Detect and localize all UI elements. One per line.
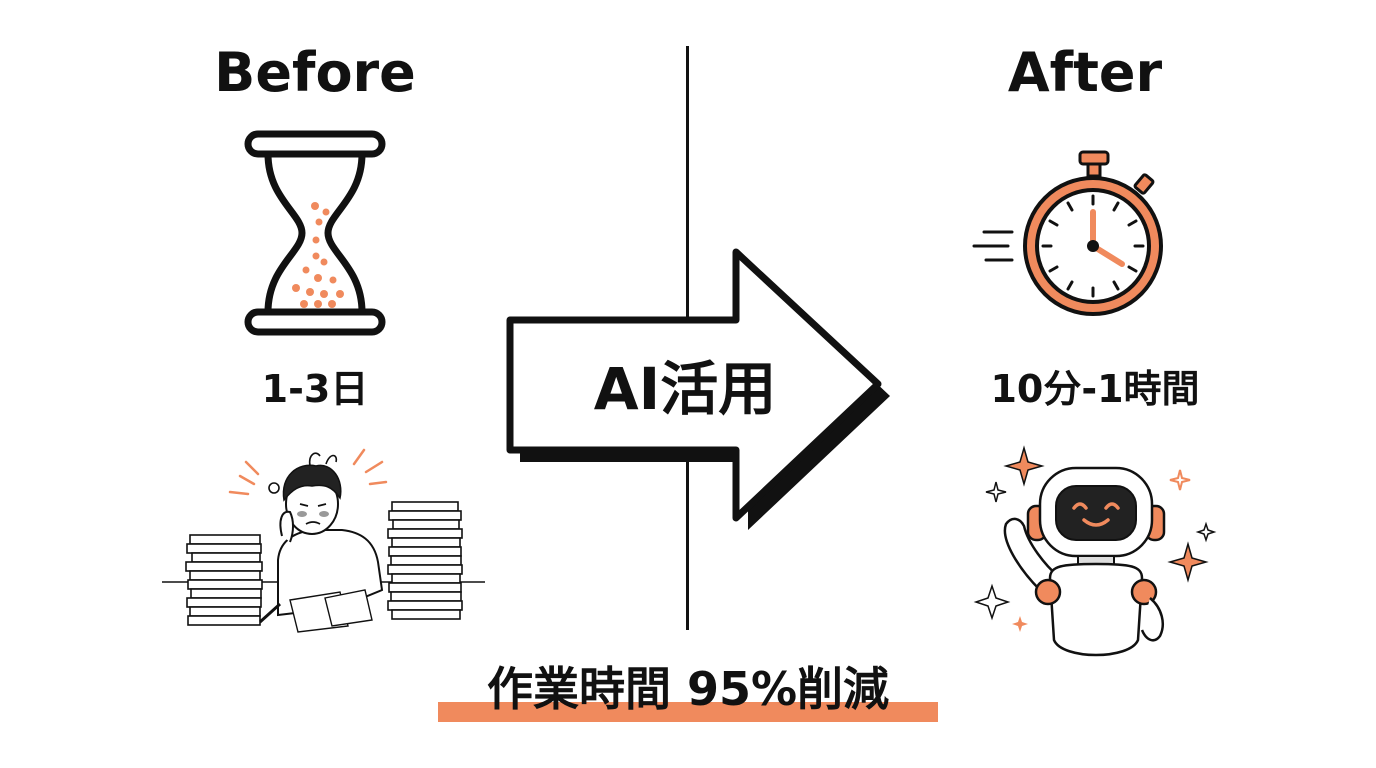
transition-arrow — [498, 240, 898, 540]
stopwatch-icon — [962, 148, 1172, 318]
result-text: 作業時間 95%削減 — [486, 662, 890, 716]
before-duration: 1-3日 — [261, 367, 369, 411]
hourglass-icon — [240, 128, 400, 343]
happy-robot-icon — [970, 440, 1220, 670]
arrow-label: AI活用 — [593, 355, 777, 423]
result-highlight — [438, 702, 938, 722]
after-duration: 10分-1時間 — [990, 367, 1200, 411]
after-heading: After — [1007, 41, 1163, 104]
before-heading: Before — [214, 41, 416, 104]
stressed-worker-icon — [160, 440, 490, 640]
